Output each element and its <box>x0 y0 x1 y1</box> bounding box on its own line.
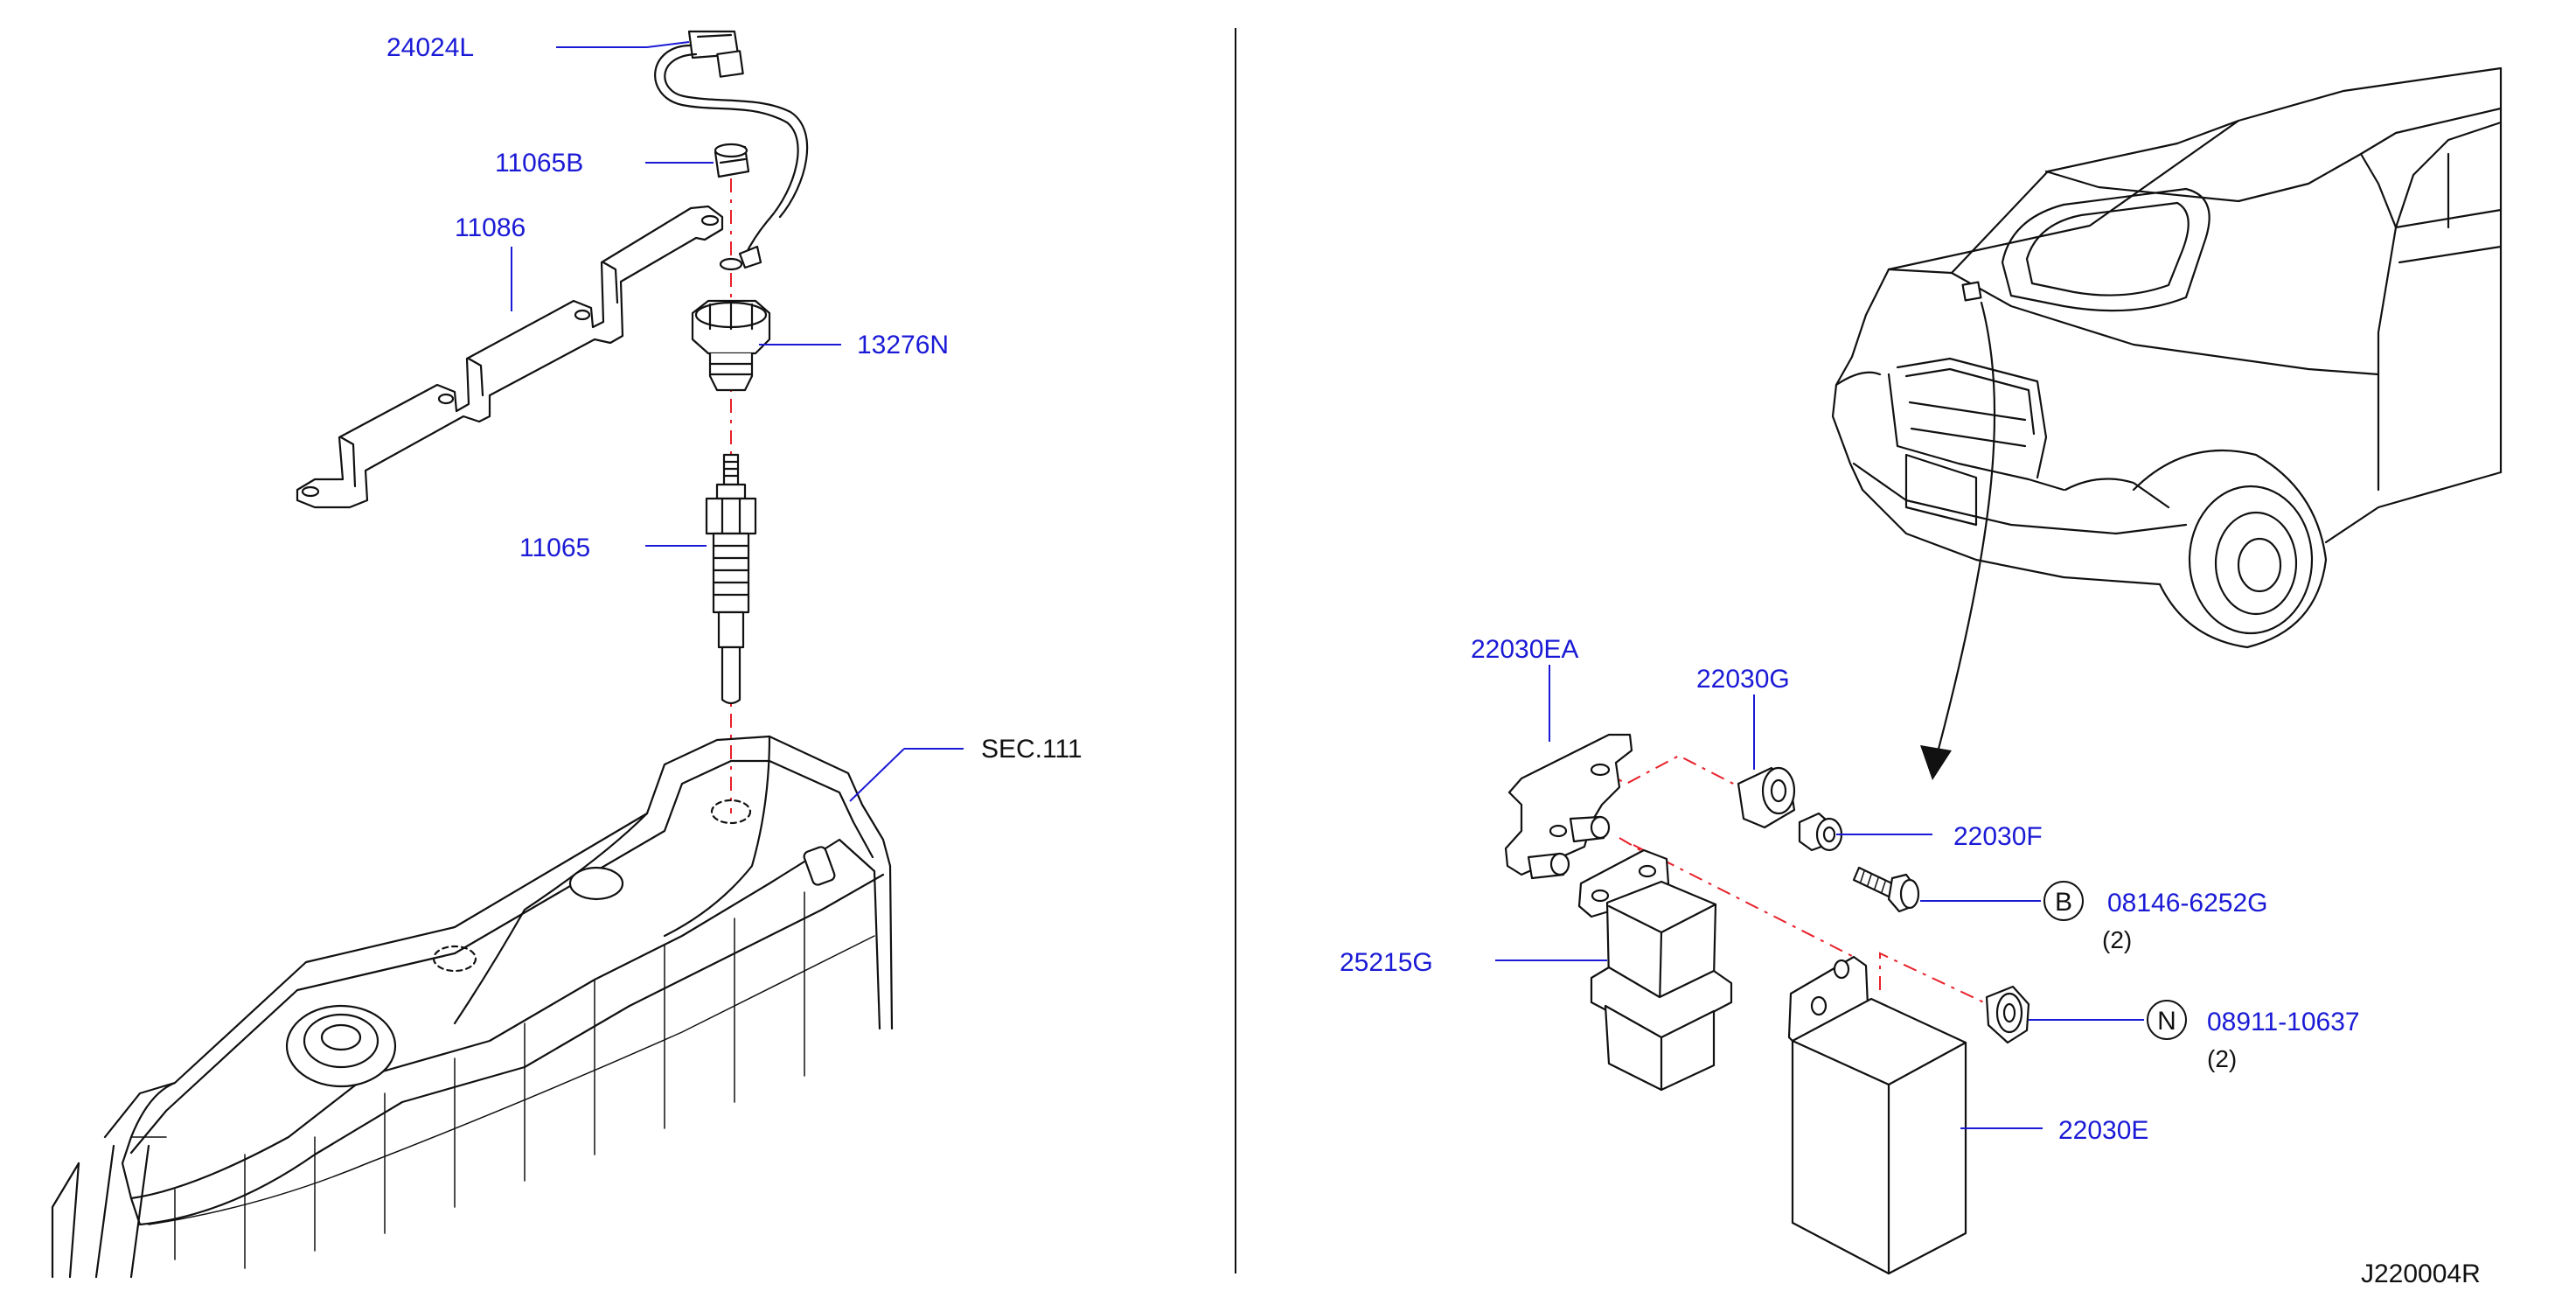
label-22030F: 22030F <box>1953 822 2043 851</box>
bracket-drawing <box>1504 733 1633 876</box>
bracket-studs-drawing <box>1527 815 1611 880</box>
label-11065: 11065 <box>519 534 590 562</box>
control-unit-drawing <box>1787 955 1967 1275</box>
assembly-axis-right-2 <box>1633 844 1855 958</box>
label-08911-10637: 08911-10637 <box>2207 1008 2360 1036</box>
cylinder-head-drawing <box>51 735 894 1279</box>
bolt-code-circle: B <box>2043 881 2084 921</box>
label-08146-6252G: 08146-6252G <box>2107 889 2268 918</box>
label-13276N: 13276N <box>857 331 949 359</box>
nut-drawing <box>1985 985 2030 1044</box>
glow-plug-drawing <box>705 453 757 705</box>
qty-08146-6252G: (2) <box>2102 926 2132 953</box>
qty-08911-10637: (2) <box>2207 1045 2237 1072</box>
diagram-code: J220004R <box>2361 1260 2481 1288</box>
bolt-drawing <box>1852 866 1920 913</box>
connecting-plate-drawing <box>296 205 743 509</box>
label-25215G: 25215G <box>1340 948 1433 977</box>
glow-plug-harness-drawing <box>654 30 809 269</box>
terminal-nut-drawing <box>714 143 750 178</box>
vehicle-drawing <box>1831 66 2503 780</box>
label-11086: 11086 <box>455 213 526 242</box>
assembly-axis-right-3 <box>1879 952 2003 1012</box>
label-22030G: 22030G <box>1696 665 1790 694</box>
collar-drawing <box>1798 812 1843 852</box>
relay-drawing <box>1577 848 1733 1092</box>
nut-code-letter: N <box>2157 1007 2176 1036</box>
plug-nut-drawing <box>691 299 771 392</box>
grommet-drawing <box>1737 766 1796 829</box>
bolt-code-letter: B <box>2055 888 2072 917</box>
nut-code-circle: N <box>2147 1000 2187 1040</box>
leader-lines <box>511 41 2144 1129</box>
assembly-axis-right-1 <box>1599 754 1741 788</box>
label-22030EA: 22030EA <box>1471 635 1578 664</box>
label-24024L: 24024L <box>386 33 474 62</box>
label-11065B: 11065B <box>495 149 583 178</box>
assembly-axis-right-4 <box>1619 837 1650 856</box>
label-sec111: SEC.111 <box>981 735 1083 764</box>
label-22030E: 22030E <box>2058 1116 2148 1145</box>
